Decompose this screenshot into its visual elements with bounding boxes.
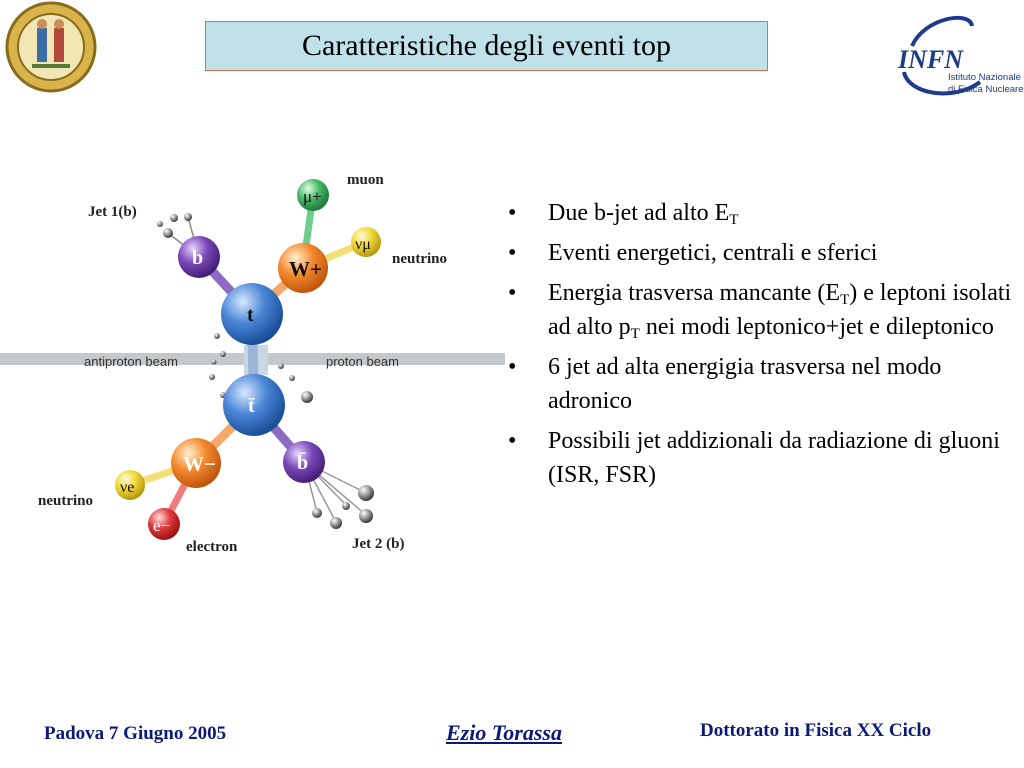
bbar-label: b̄	[297, 451, 308, 474]
nu-e-symbol: νe	[120, 479, 134, 496]
university-seal-logo	[5, 1, 97, 93]
bullet-text: ) e leptoni isolati ad alto p	[548, 280, 1012, 340]
bullet-text: 6 jet ad alta energigia trasversa nel mo…	[548, 354, 942, 414]
bullet-text: Possibili jet addizionali da radiazione …	[548, 428, 1000, 488]
neutrino-bottom-label: neutrino	[38, 493, 93, 509]
b-quark	[178, 236, 220, 278]
w-minus-boson	[171, 438, 221, 488]
muon-neutrino-particle	[351, 227, 381, 257]
slide-title: Caratteristiche degli eventi top	[205, 21, 768, 71]
proton-beam-label: proton beam	[326, 354, 399, 369]
top-label: t	[247, 304, 254, 326]
bullet-item: • Possibili jet addizionali da radiazione…	[504, 424, 1014, 492]
muon-particle	[297, 179, 329, 211]
antitop-label: t̄	[248, 395, 256, 417]
w-minus-label: W−	[183, 452, 216, 476]
bullet-text: Energia trasversa mancante (E	[548, 280, 841, 306]
infn-logo: INFN Istituto Nazionale di Fisica Nuclea…	[897, 15, 1024, 96]
w-plus-label: W+	[289, 257, 322, 281]
w-plus-boson	[278, 243, 328, 293]
electron-symbol: e−	[153, 516, 170, 535]
bullet-dot: •	[508, 354, 517, 380]
electron-label: electron	[186, 539, 238, 555]
electron-neutrino-particle	[115, 470, 145, 500]
bullet-text: Eventi energetici, centrali e sferici	[548, 240, 878, 266]
bullet-dot: •	[508, 428, 517, 454]
jet1-label: Jet 1(b)	[88, 204, 137, 220]
bullet-item: •Energia trasversa mancante (ET) e lepto…	[504, 276, 1014, 344]
footer-course: Dottorato in Fisica XX Ciclo	[700, 720, 932, 741]
bullet-item: • 6 jet ad alta energigia trasversa nel m…	[504, 350, 1014, 418]
electron-particle	[148, 508, 180, 540]
jet2-label: Jet 2 (b)	[352, 536, 405, 552]
muon-label: muon	[347, 172, 384, 188]
antitop-quark	[223, 374, 285, 436]
bullet-text: Due b-jet ad alto E	[548, 200, 730, 226]
bullet-item: • Due b-jet ad alto ET	[504, 196, 1014, 230]
nu-mu-symbol: νμ	[355, 236, 371, 253]
antiproton-beam-label: antiproton beam	[84, 354, 178, 369]
footer-author: Ezio Torassa	[446, 720, 562, 745]
footer-date: Padova 7 Giugno 2005	[44, 723, 227, 744]
infn-mark: INFN	[897, 45, 964, 74]
bbar-quark	[283, 441, 325, 483]
bullet-item: • Eventi energetici, centrali e sferici	[504, 236, 1014, 270]
infn-line2: di Fisica Nucleare	[948, 84, 1024, 95]
bullet-dot: •	[508, 240, 517, 266]
bullet-list: •Due b-jet ad alto ET•Eventi energetici,…	[504, 196, 1014, 498]
bullet-dot: •	[508, 280, 517, 306]
subscript: T	[729, 212, 739, 228]
subscript: T	[840, 292, 850, 308]
b-label: b	[192, 247, 203, 269]
bullet-text: nei modi leptonico+jet e dileptonico	[639, 314, 994, 340]
infn-line1: Istituto Nazionale	[948, 72, 1021, 83]
top-event-diagram: antiproton beam proton beam	[0, 172, 505, 555]
subscript: T	[630, 326, 640, 342]
bullet-dot: •	[508, 200, 517, 226]
neutrino-top-label: neutrino	[392, 251, 447, 267]
top-quark	[221, 283, 283, 345]
muon-symbol: μ+	[303, 187, 322, 206]
